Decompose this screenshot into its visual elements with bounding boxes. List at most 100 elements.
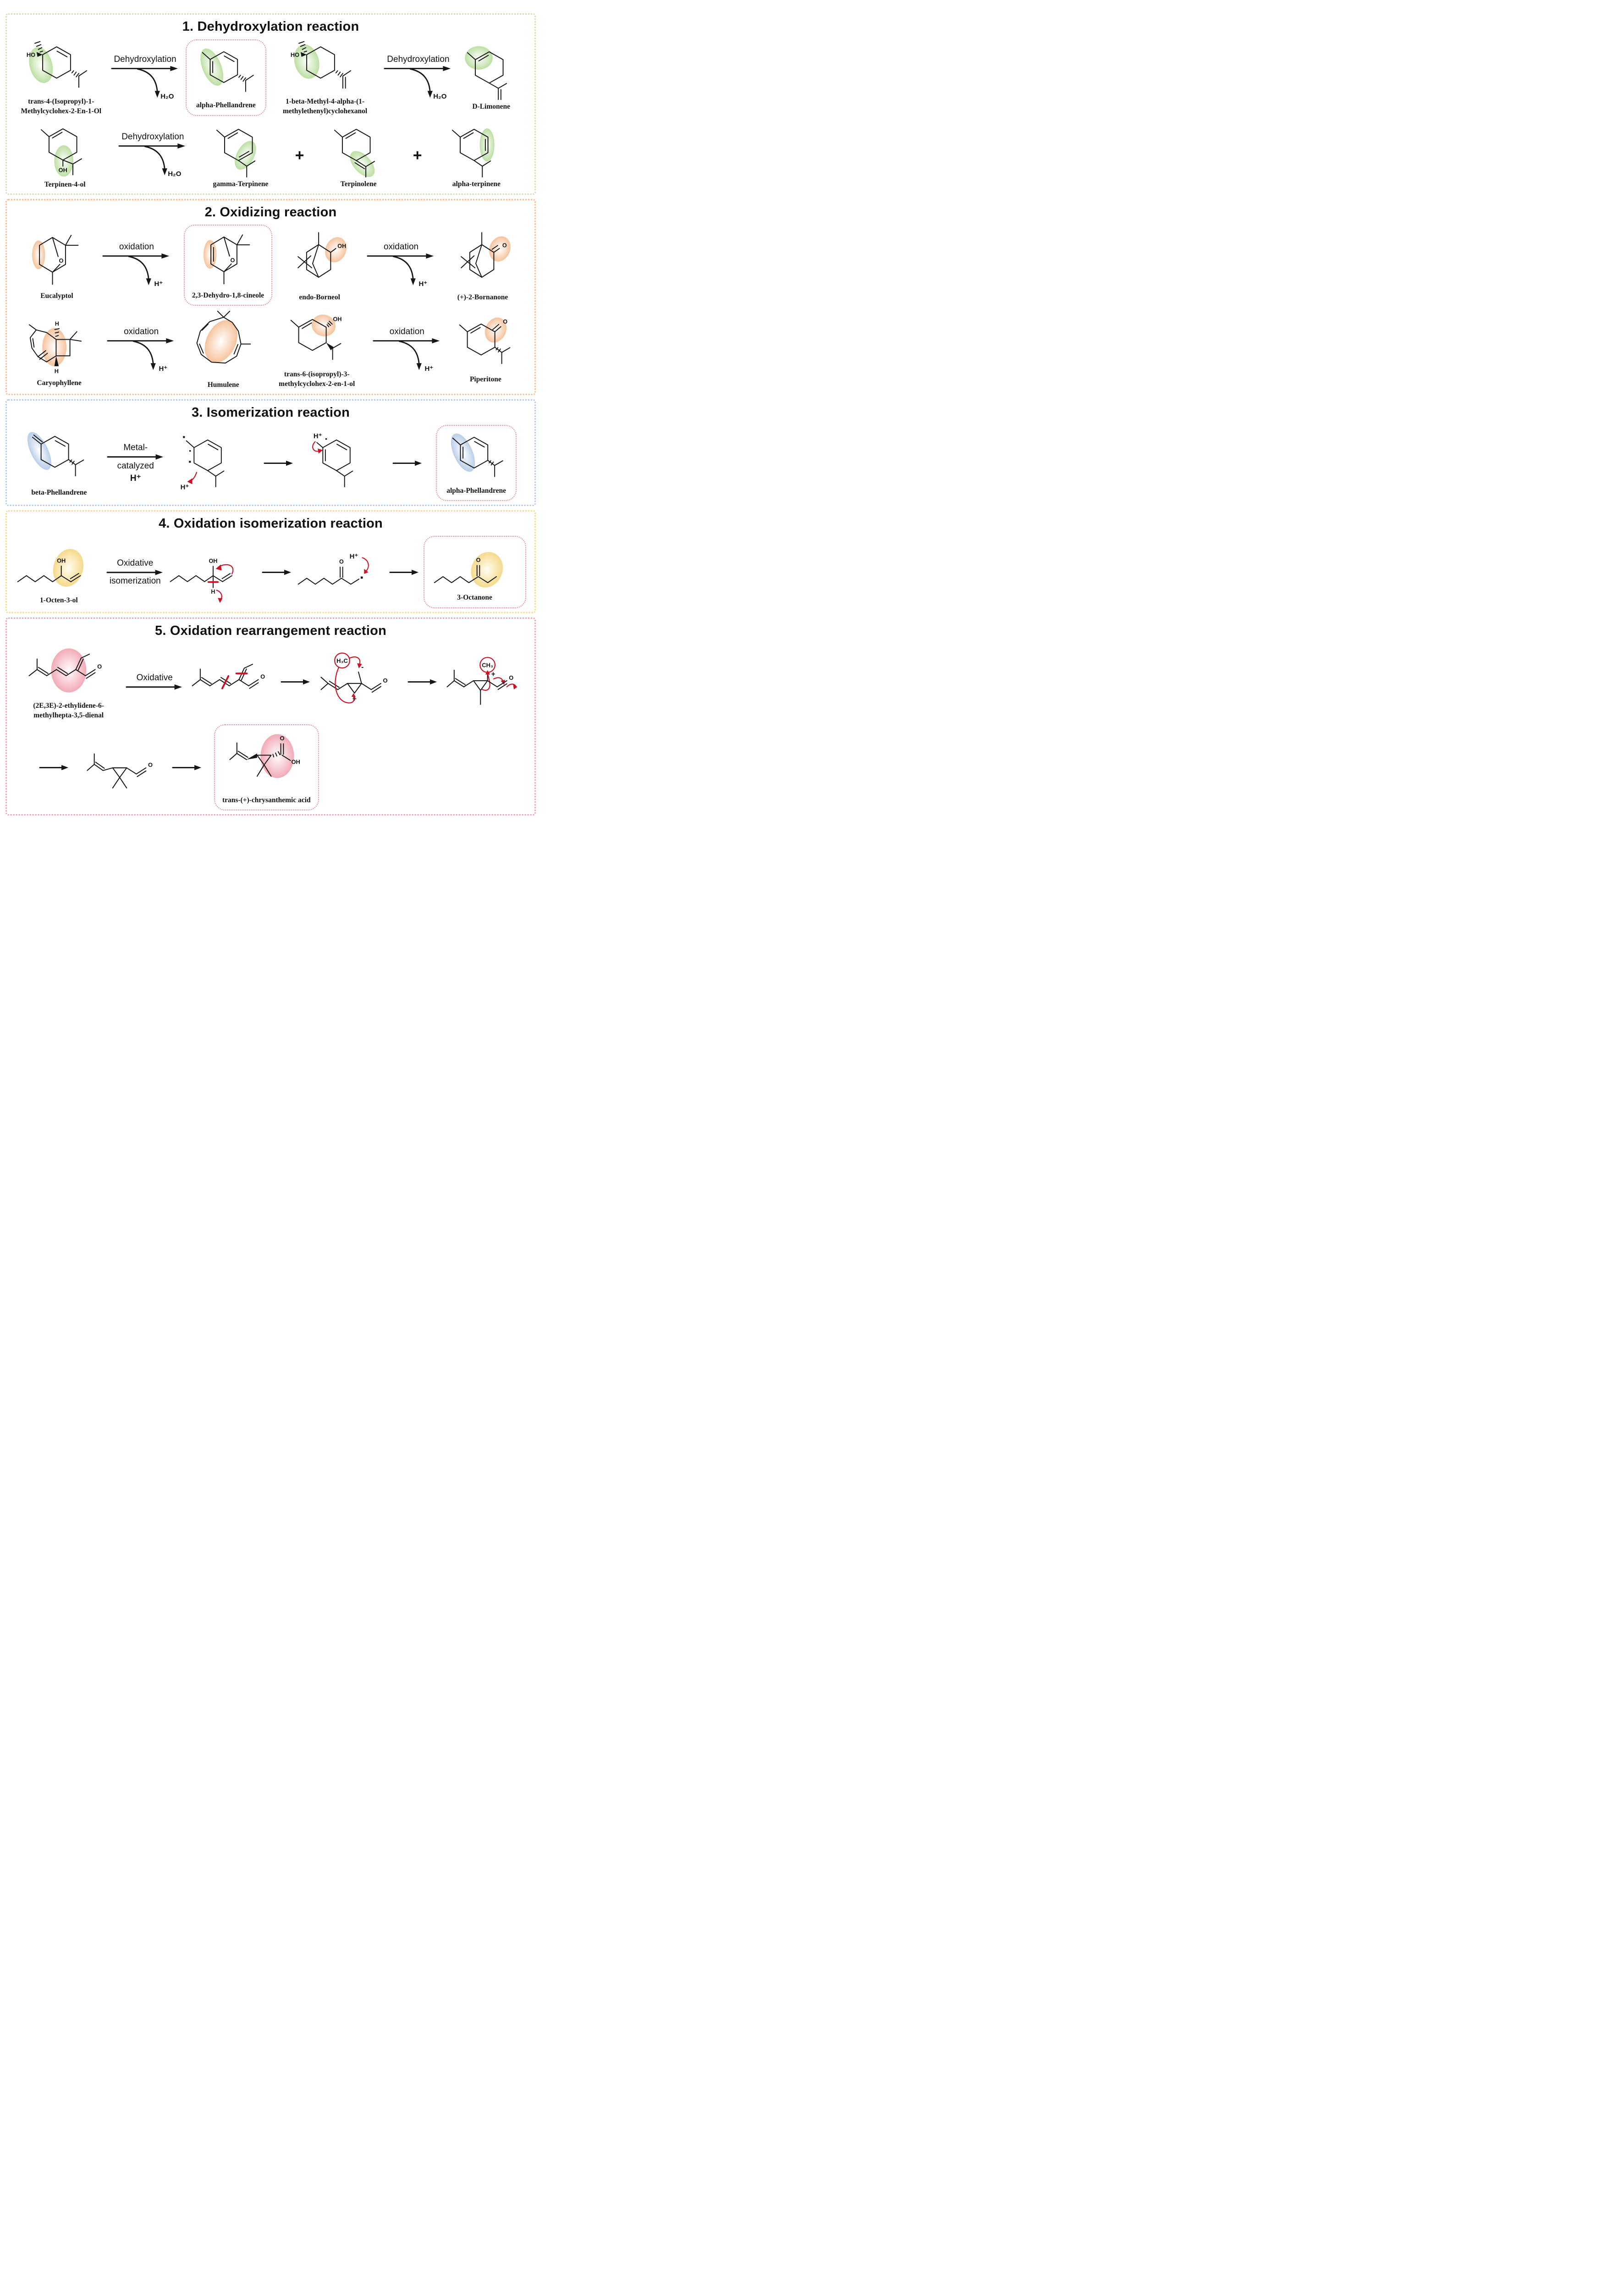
structure-gamma-terpinene: gamma-Terpinene: [208, 121, 273, 189]
molecule-drawing: H⁺: [312, 433, 353, 487]
arrow-with-byproduct: H₂O: [118, 143, 186, 178]
product-box-3-octanone: O 3-Octanone: [423, 536, 526, 609]
molecule-drawing: O: [461, 232, 511, 278]
product-box-alpha-phellandrene: alpha-Phellandrene: [185, 39, 266, 116]
plain-arrow: [172, 765, 202, 770]
byproduct-label: H⁺: [418, 280, 427, 288]
section-3-title: 3. Isomerization reaction: [191, 405, 350, 420]
molecule-drawing: [196, 311, 251, 364]
reaction-arrow-dehydroxylation-2: Dehydroxylation H₂O: [384, 55, 452, 101]
molecule-drawing: H H: [28, 320, 82, 375]
molecule-drawing: [452, 128, 495, 178]
red-bond-break-mark: [221, 675, 230, 689]
molecule-drawing: HO: [291, 41, 352, 89]
byproduct-label: H₂O: [160, 93, 174, 100]
compound-label: Eucalyptol: [40, 292, 73, 300]
compound-label: (2E,3E)-2-ethylidene-6-methylhepta-3,5-d…: [33, 701, 104, 719]
molecule-drawing: OH: [297, 232, 347, 278]
structure-eucalyptol: O Eucalyptol: [24, 230, 89, 301]
molecule-drawing: O: [28, 648, 102, 693]
molecule-drawing: O: [434, 552, 503, 588]
atom-label-o: O: [503, 319, 508, 325]
atom-label-o: O: [339, 559, 344, 565]
arrow-label-line2: isomerization: [109, 576, 161, 586]
plain-arrow: [280, 679, 310, 685]
arrow-with-byproduct: H⁺: [367, 253, 434, 288]
compound-label: 1-beta-Methyl-4-alpha-(1-methylethenyl)c…: [282, 98, 368, 116]
compound-label: trans-4-(Isopropyl)-1-Methylcyclohex-2-E…: [21, 98, 102, 116]
structure-trans-4-isopropyl-1-methylcyclohex-2-en-1-ol: HO trans-4-(Isopropyl)-1-Methylcyclohex-…: [17, 39, 105, 116]
reaction-arrow-dehydroxylation-1: Dehydroxylation H₂O: [111, 55, 180, 101]
plain-arrow: [389, 569, 419, 575]
compound-label: (+)-2-Bornanone: [457, 293, 508, 301]
s2-row-2: H H Caryophyllene oxidation H⁺: [11, 310, 530, 390]
molecule-drawing: [216, 129, 256, 178]
arrow-with-byproduct: H₂O: [111, 66, 178, 100]
arrow-with-byproduct: H⁺: [102, 253, 170, 288]
molecule-drawing: HO: [27, 41, 88, 88]
plain-arrow: [106, 569, 163, 575]
arrow-label-line1: Oxidative: [117, 558, 154, 568]
highlight-ellipse-green: [54, 145, 73, 177]
atom-label-oh: OH: [337, 243, 346, 249]
structure-isomerization-intermediate-2: H⁺: [307, 432, 379, 495]
section-4-title: 4. Oxidation isomerization reaction: [159, 516, 383, 531]
plain-arrow: [126, 684, 182, 690]
molecule-drawing: [334, 129, 375, 178]
radical-dot: [188, 460, 191, 463]
structure-isomerization-intermediate-1: H⁺: [178, 432, 250, 495]
arrow-label: oxidation: [389, 327, 424, 337]
structure-rearrangement-intermediate-3: CH₃ + O: [442, 649, 525, 715]
molecule-drawing: OH: [17, 549, 84, 587]
radical-dot: [189, 450, 191, 452]
carbanion-dot: [360, 576, 363, 579]
compound-label: endo-Borneol: [299, 293, 340, 301]
radical-dot: [182, 435, 185, 438]
structure-d-limonene: D-Limonene: [459, 44, 524, 112]
atom-label-o: O: [280, 735, 285, 742]
byproduct-label: H₂O: [168, 170, 182, 178]
arrow-label: oxidation: [124, 327, 159, 337]
structure-oxidation-isomerization-intermediate-1: OH H: [168, 542, 258, 603]
molecule-drawing: O: [459, 317, 511, 364]
section-oxidation-isomerization: 4. Oxidation isomerization reaction OH 1…: [6, 510, 536, 614]
reaction-arrow-dehydroxylation-3: Dehydroxylation H₂O: [118, 132, 187, 179]
atom-label-o: O: [260, 673, 265, 680]
structure-ethylidene-methylhepta-dienal: O (2E,3E)-2-ethylidene-6-methylhepta-3,5…: [16, 643, 121, 721]
compound-label: 1-Octen-3-ol: [40, 596, 78, 604]
molecule-drawing: H⁺ O: [297, 552, 369, 585]
plain-arrow: [263, 460, 293, 466]
compound-label: Piperitone: [469, 375, 501, 383]
arrow-with-byproduct: H₂O: [384, 66, 451, 100]
atom-label-o: O: [97, 663, 102, 670]
section-oxidizing: 2. Oxidizing reaction O Eucalyptol oxida…: [6, 199, 536, 396]
highlight-ellipse-orange: [32, 240, 45, 270]
compound-label: Caryophyllene: [37, 379, 82, 387]
highlight-ellipse-yellow: [53, 549, 84, 587]
arrow-label: Dehydroxylation: [121, 132, 184, 142]
structure-rearrangement-intermediate-2: + - H₃C O: [315, 649, 403, 715]
structure-alpha-terpinene: alpha-terpinene: [444, 121, 509, 189]
molecule-drawing: OH H: [170, 558, 234, 603]
section-5-title: 5. Oxidation rearrangement reaction: [155, 623, 386, 639]
compound-label: alpha-Phellandrene: [446, 486, 506, 495]
atom-label-oh: OH: [333, 316, 342, 322]
molecule-drawing: [451, 433, 503, 477]
compound-label: Humulene: [207, 381, 239, 389]
plain-arrow: [407, 679, 437, 685]
compound-label: trans-6-(isopropyl)-3-methylcyclohex-2-e…: [279, 370, 355, 388]
arrow-label: oxidation: [384, 242, 419, 252]
structure-caryophyllene: H H Caryophyllene: [22, 313, 97, 388]
plus-sign: +: [413, 146, 422, 164]
compound-label: beta-Phellandrene: [31, 488, 87, 496]
structure-rearrangement-intermediate-4: O: [81, 739, 160, 796]
structure-terpinen-4-ol: OH Terpinen-4-ol: [33, 121, 98, 190]
plus-sign: +: [295, 146, 304, 164]
atom-label-o: O: [59, 257, 63, 264]
compound-label: alpha-terpinene: [452, 180, 501, 188]
product-box-alpha-phellandrene-2: alpha-Phellandrene: [436, 425, 517, 501]
reaction-arrow-oxidation-3: oxidation H⁺: [107, 327, 176, 374]
highlight-ellipse-orange: [489, 236, 511, 262]
reaction-arrow-oxidative: Oxidative: [126, 673, 183, 691]
h-plus-label: H⁺: [180, 484, 189, 491]
